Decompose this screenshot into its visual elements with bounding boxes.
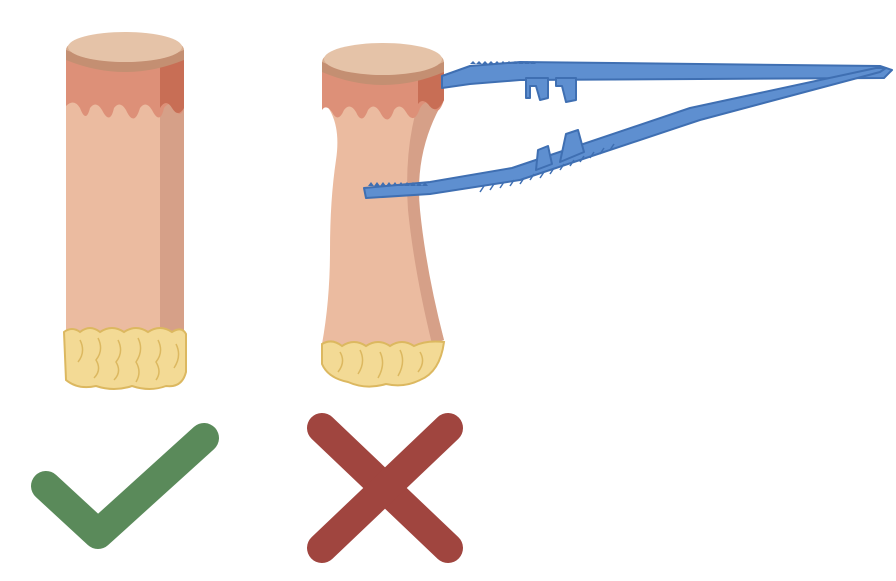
subcutaneous-fat-layer — [64, 328, 186, 389]
crushed-skin-specimen — [322, 43, 444, 387]
cross-mark-icon — [322, 428, 448, 548]
specimen-top-highlight — [68, 32, 182, 62]
toothed-forceps — [364, 61, 892, 198]
forceps-upper-guide-pin — [526, 78, 576, 102]
intact-skin-specimen — [64, 32, 186, 389]
crushed-specimen-top-highlight — [324, 43, 442, 75]
check-mark-icon — [46, 438, 204, 534]
